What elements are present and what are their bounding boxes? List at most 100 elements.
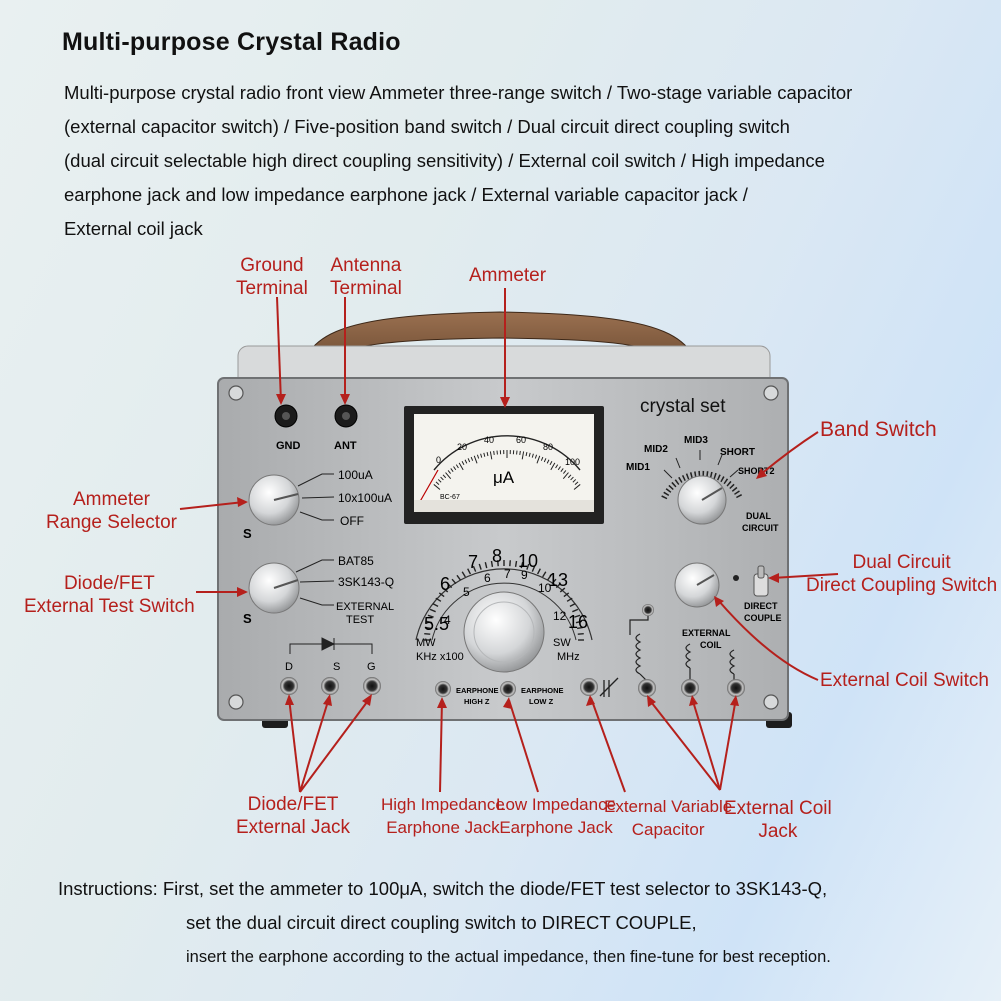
svg-text:80: 80	[543, 442, 553, 452]
mw-label: MW	[416, 637, 436, 649]
svg-text:10: 10	[518, 551, 538, 571]
svg-text:7: 7	[468, 552, 478, 572]
dial-tick	[429, 608, 436, 613]
svg-text:EARPHONE: EARPHONE	[521, 686, 564, 695]
svg-text:LOW Z: LOW Z	[529, 697, 554, 706]
svg-text:40: 40	[484, 435, 494, 445]
svg-text:EARPHONE: EARPHONE	[456, 686, 499, 695]
meter-tick	[528, 452, 531, 457]
svg-text:DIRECT: DIRECT	[744, 601, 778, 611]
meter-tick	[557, 466, 561, 471]
svg-text:60: 60	[516, 435, 526, 445]
svg-text:4: 4	[444, 613, 451, 627]
svg-text:DUAL: DUAL	[746, 511, 771, 521]
meter-model: BC-67	[440, 494, 460, 501]
meter-tick	[464, 459, 468, 464]
meter-tick	[546, 459, 550, 464]
svg-text:MID2: MID2	[644, 444, 668, 455]
meter-needle	[417, 469, 439, 506]
screw	[228, 385, 244, 401]
meter-tick	[445, 472, 452, 479]
dial-tick	[569, 603, 576, 608]
meter-tick	[550, 462, 556, 471]
svg-text:100: 100	[565, 457, 580, 467]
dial-tick	[542, 571, 547, 578]
svg-text:MID1: MID1	[626, 462, 650, 473]
meter-tick	[442, 474, 447, 479]
jack-s	[321, 677, 339, 695]
dial-tick	[478, 563, 482, 570]
dial-tick	[484, 562, 488, 569]
dial-tick	[435, 597, 442, 602]
meter-tick	[573, 484, 581, 490]
meter-tick	[473, 455, 478, 464]
svg-text:16: 16	[568, 612, 588, 632]
svg-text:D: D	[285, 661, 293, 673]
meter-tick	[562, 472, 569, 479]
range-off: OFF	[340, 514, 364, 528]
svg-text:5.5: 5.5	[424, 614, 449, 634]
sw-label: SW	[553, 637, 571, 649]
meter-tick	[570, 476, 574, 481]
svg-text:CIRCUIT: CIRCUIT	[742, 523, 779, 533]
dial-tick	[426, 620, 433, 624]
option-external: EXTERNAL	[336, 601, 394, 613]
meter-tick	[450, 468, 454, 472]
svg-text:7: 7	[504, 567, 511, 581]
meter-tick	[521, 451, 525, 460]
meter-tick	[483, 452, 486, 457]
meter-tick	[453, 466, 457, 471]
range-100ua: 100uA	[338, 468, 373, 482]
meter-tick	[536, 455, 541, 464]
description-line: External coil jack	[64, 218, 203, 239]
screw	[228, 694, 244, 710]
meter-tick	[435, 481, 440, 485]
earphone-high-jack	[435, 681, 451, 697]
dial-tick	[456, 574, 462, 581]
svg-text:20: 20	[457, 442, 467, 452]
dial-tick	[438, 592, 445, 598]
description-line: Multi-purpose crystal radio front view A…	[64, 82, 853, 103]
front-panel	[217, 377, 789, 721]
dial-tick	[472, 565, 477, 572]
svg-text:5: 5	[463, 585, 470, 599]
svg-text:S: S	[243, 611, 252, 626]
svg-text:6: 6	[440, 574, 450, 594]
meter-tick	[447, 470, 451, 474]
dial-tick	[536, 568, 541, 575]
dial-tick	[432, 603, 439, 608]
svg-text:EXTERNAL: EXTERNAL	[682, 628, 731, 638]
dial-tick	[424, 626, 432, 630]
instructions: Instructions: First, set the ammeter to …	[58, 872, 831, 974]
description: Multi-purpose crystal radio front view A…	[64, 76, 964, 246]
meter-tick	[486, 452, 489, 457]
svg-text:HIGH Z: HIGH Z	[464, 697, 490, 706]
external-coil-jack-3	[727, 679, 745, 697]
meter-tick	[519, 450, 521, 455]
meter-tick	[543, 458, 547, 463]
meter-tick	[549, 461, 553, 466]
svg-text:G: G	[367, 661, 376, 673]
svg-text:9: 9	[521, 568, 528, 582]
ant-label: ANT	[334, 440, 357, 452]
page-title: Multi-purpose Crystal Radio	[62, 28, 401, 56]
svg-text:8: 8	[492, 546, 502, 566]
option-test: TEST	[346, 614, 374, 626]
meter-tick	[433, 484, 441, 490]
meter-tick	[560, 468, 564, 472]
dial-tick	[572, 608, 579, 613]
svg-text:S: S	[333, 661, 340, 673]
option-bat85: BAT85	[338, 554, 374, 568]
callout-external-coil-switch: External Coil Switch	[820, 670, 989, 691]
jack-d	[280, 677, 298, 695]
meter-tick	[540, 456, 544, 461]
meter-tick	[574, 481, 579, 485]
range-10x100ua: 10x100uA	[338, 491, 392, 505]
svg-text:10: 10	[538, 581, 552, 595]
